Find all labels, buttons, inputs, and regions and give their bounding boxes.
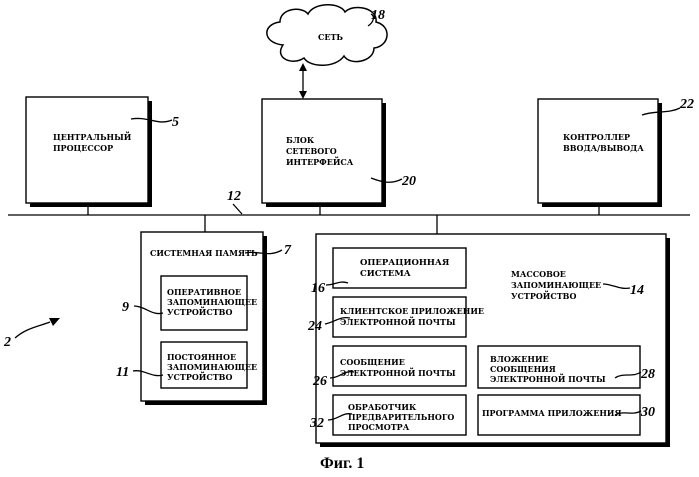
os-box [333, 248, 466, 288]
ref-7: 7 [284, 243, 292, 258]
network-label: СЕТЬ [318, 32, 343, 42]
ref-11: 11 [116, 365, 129, 380]
ref-12: 12 [227, 189, 241, 204]
ref-2: 2 [3, 335, 11, 350]
ref-16: 16 [311, 281, 325, 296]
ref-22: 22 [679, 97, 694, 112]
rom-line2: ЗАПОМИНАЮЩЕЕ [167, 362, 257, 372]
nic-line2: СЕТЕВОГО [286, 146, 337, 156]
ref-5: 5 [172, 115, 179, 130]
rom-line1: ПОСТОЯННОЕ [167, 352, 236, 362]
mass-storage-line1: МАССОВОЕ [511, 269, 566, 279]
io-line1: КОНТРОЛЛЕР [563, 132, 630, 142]
cpu-line1: ЦЕНТРАЛЬНЫЙ [53, 132, 132, 142]
network-interface-box: БЛОК СЕТЕВОГО ИНТЕРФЕЙСА [262, 99, 386, 207]
os-line1: ОПЕРАЦИОННАЯ [360, 258, 450, 268]
nic-line1: БЛОК [286, 135, 315, 145]
nic-line3: ИНТЕРФЕЙСА [286, 157, 354, 167]
mass-storage-line3: УСТРОЙСТВО [511, 291, 576, 301]
ref-14: 14 [630, 283, 644, 298]
system-memory-box: СИСТЕМНАЯ ПАМЯТЬ ОПЕРАТИВНОЕ ЗАПОМИНАЮЩЕ… [141, 232, 267, 405]
ram-line2: ЗАПОМИНАЮЩЕЕ [167, 297, 257, 307]
ref-2-arrowhead [49, 318, 60, 326]
leader-2 [15, 322, 50, 338]
preview-line3: ПРОСМОТРА [348, 422, 410, 432]
cpu-box: ЦЕНТРАЛЬНЫЙ ПРОЦЕССОР [26, 97, 152, 207]
email-message-line2: ЭЛЕКТРОННОЙ ПОЧТЫ [340, 368, 456, 378]
ref-24: 24 [307, 319, 322, 334]
ref-20: 20 [401, 174, 416, 189]
attachment-line2: СООБЩЕНИЯ [490, 364, 556, 374]
email-client-line2: ЭЛЕКТРОННОЙ ПОЧТЫ [340, 317, 456, 327]
mass-storage-line2: ЗАПОМИНАЮЩЕЕ [511, 280, 601, 290]
os-line2: СИСТЕМА [360, 269, 411, 279]
attachment-line3: ЭЛЕКТРОННОЙ ПОЧТЫ [490, 374, 606, 384]
ref-28: 28 [640, 367, 655, 382]
cpu-line2: ПРОЦЕССОР [53, 143, 113, 153]
ram-line1: ОПЕРАТИВНОЕ [167, 287, 241, 297]
ref-32: 32 [309, 416, 324, 431]
preview-line2: ПРЕДВАРИТЕЛЬНОГО [348, 412, 454, 422]
application-label: ПРОГРАММА ПРИЛОЖЕНИЯ [482, 408, 622, 418]
email-message-line1: СООБЩЕНИЕ [340, 357, 405, 367]
network-cloud: СЕТЬ [267, 5, 387, 66]
ref-30: 30 [640, 405, 655, 420]
attachment-line1: ВЛОЖЕНИЕ [490, 354, 549, 364]
network-link-arrow [299, 63, 307, 99]
io-line2: ВВОДА/ВЫВОДА [563, 143, 644, 153]
ref-26: 26 [312, 374, 327, 389]
rom-line3: УСТРОЙСТВО [167, 372, 232, 382]
figure-caption: Фиг. 1 [320, 455, 364, 472]
mass-storage-box: МАССОВОЕ ЗАПОМИНАЮЩЕЕ УСТРОЙСТВО ОПЕРАЦИ… [316, 234, 670, 447]
ram-line3: УСТРОЙСТВО [167, 307, 232, 317]
leader-12 [233, 204, 242, 214]
system-memory-title: СИСТЕМНАЯ ПАМЯТЬ [150, 248, 258, 258]
email-client-line1: КЛИЕНТСКОЕ ПРИЛОЖЕНИЕ [340, 306, 484, 316]
preview-line1: ОБРАБОТЧИК [348, 402, 417, 412]
ref-9: 9 [122, 300, 129, 315]
